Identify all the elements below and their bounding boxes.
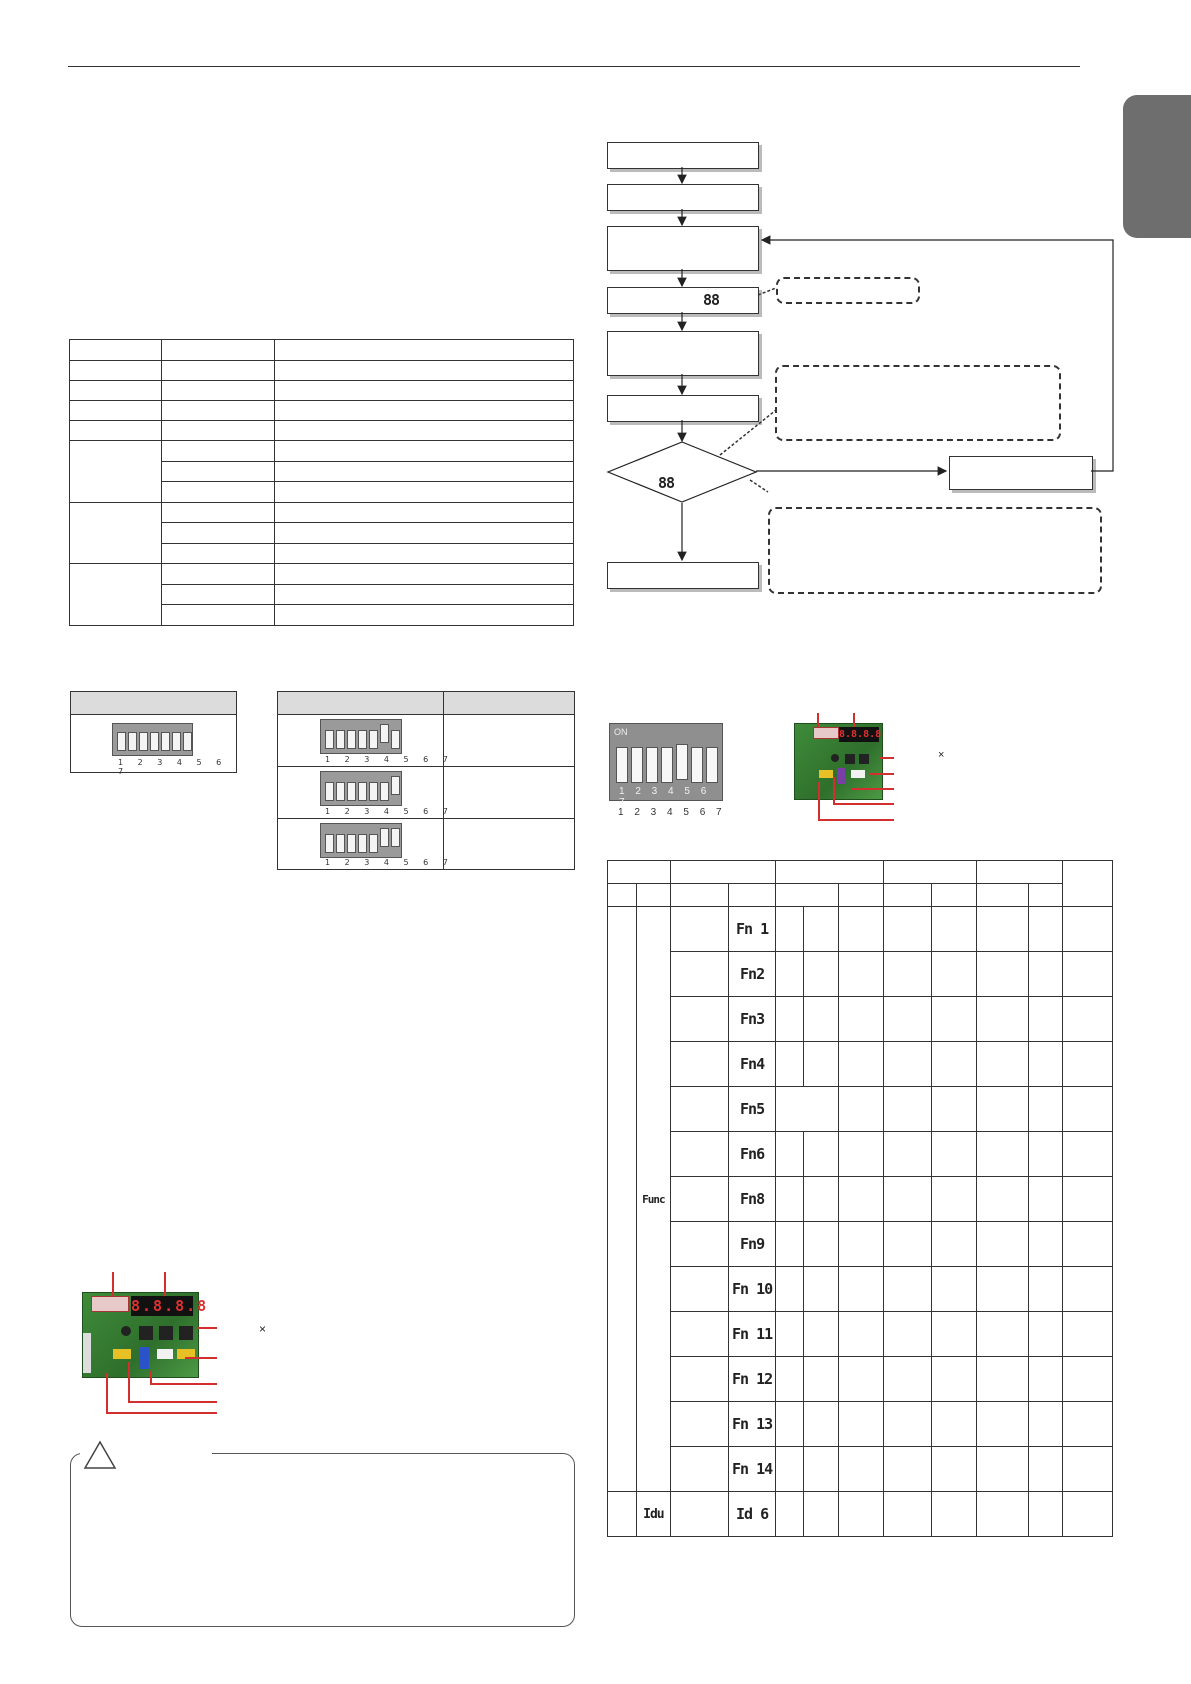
callout-line [197, 1327, 217, 1329]
seven-segment-display: 8.8.8.8 [131, 1296, 209, 1316]
callout-line [880, 757, 894, 759]
function-code: Fn5 [740, 1099, 765, 1118]
callout-line [817, 713, 819, 727]
dip-numbers: 1 2 3 4 5 6 7 [325, 755, 454, 764]
function-code: Fn 10 [731, 1279, 773, 1298]
multiply-sign: × [259, 1322, 267, 1336]
callout-line [106, 1412, 217, 1414]
flow-side-step [949, 456, 1093, 490]
flow-step-6 [607, 395, 759, 422]
callout-line [128, 1401, 217, 1403]
mode-label: Func [642, 1193, 665, 1206]
table-row: Fn6 [608, 1131, 1114, 1177]
decision-display-symbol: 88 [658, 474, 675, 492]
function-code: Fn 14 [731, 1459, 773, 1478]
function-code: Fn 11 [731, 1324, 773, 1343]
flow-step-5 [607, 331, 759, 376]
caution-box [70, 1453, 575, 1627]
flow-step-1 [607, 142, 759, 169]
function-code: Fn 12 [731, 1369, 773, 1388]
flow-end [607, 562, 759, 589]
table-row: Fn4 [608, 1041, 1114, 1087]
flow-note-2 [775, 365, 1061, 441]
dip-setting-table: 1 2 3 4 5 6 7 1 2 3 4 5 6 7 1 2 3 4 5 6 … [277, 691, 575, 870]
large-dip-switch[interactable]: ON 1 2 3 4 5 6 7 [609, 723, 723, 808]
flowchart-connectors [606, 167, 1114, 562]
callout-line [853, 713, 855, 727]
dip-on-label: ON [614, 727, 628, 737]
idu-label: Idu [643, 1507, 665, 1522]
callout-line [164, 1272, 166, 1296]
seven-segment-display-small: 8.8.8.8 [839, 727, 882, 742]
flow-step-4: 88 [607, 287, 759, 314]
table-row: Fn 14 [608, 1446, 1114, 1492]
function-code: Fn 13 [731, 1414, 773, 1433]
table-row: Fn8 [608, 1176, 1114, 1222]
dip-numbers: 1 2 3 4 5 6 7 [118, 758, 228, 776]
flow-step-2 [607, 184, 759, 211]
dip-switch-option-3[interactable] [320, 823, 402, 858]
multiply-sign-small: × [938, 749, 945, 761]
flow-step-3 [607, 226, 759, 271]
table-row: Fn 13 [608, 1401, 1114, 1447]
table-row: Fn 12 [608, 1356, 1114, 1402]
function-code: Fn 1 [736, 919, 769, 938]
dip-outer-numbers: 1 2 3 4 5 6 7 [618, 807, 726, 818]
dip-switch[interactable] [112, 723, 193, 756]
dip-switch-option-2[interactable] [320, 771, 402, 806]
table-row: Fn 10 [608, 1266, 1114, 1312]
function-code: Fn6 [740, 1144, 765, 1163]
table-row: Func Fn 1 [607, 906, 1114, 1492]
function-code: Fn3 [740, 1009, 765, 1028]
callout-line [870, 773, 894, 775]
pcb-board-image: 8.8.8.8 [82, 1292, 209, 1378]
function-code: Fn9 [740, 1234, 765, 1253]
table-row: Idu Id 6 [607, 1491, 1114, 1537]
flow-note-3 [768, 507, 1102, 594]
callout-line [128, 1362, 130, 1402]
callout-line [106, 1373, 108, 1413]
callout-line [150, 1371, 152, 1384]
table-row: Fn5 [608, 1086, 1114, 1132]
dip-function-table [69, 339, 574, 626]
default-dip-panel: 1 2 3 4 5 6 7 [70, 691, 237, 776]
table-row: Fn9 [608, 1221, 1114, 1267]
callout-line [852, 788, 894, 790]
table-row: Fn2 [608, 951, 1114, 997]
warning-triangle-icon [83, 1440, 117, 1469]
function-code: Fn2 [740, 964, 765, 983]
callout-line [833, 803, 894, 805]
function-code: Fn8 [740, 1189, 765, 1208]
header-rule [68, 66, 1080, 67]
table-row: Fn 11 [608, 1311, 1114, 1357]
callout-line [833, 777, 835, 804]
idu-code: Id 6 [736, 1504, 769, 1523]
chapter-tab[interactable] [1123, 95, 1191, 238]
panel-header [71, 692, 236, 715]
dip-inner-numbers: 1 2 3 4 5 6 7 [619, 786, 711, 808]
callout-line [818, 782, 820, 820]
callout-line [185, 1357, 217, 1359]
function-code: Fn4 [740, 1054, 765, 1073]
callout-line [112, 1272, 114, 1296]
flow-note-1 [776, 277, 920, 304]
table-row: Fn3 [608, 996, 1114, 1042]
pcb-board-image-small: 8.8.8.8 [794, 723, 883, 800]
display-symbol: 88 [703, 291, 720, 309]
callout-line [818, 819, 894, 821]
dip-numbers: 1 2 3 4 5 6 7 [325, 858, 454, 867]
dip-switch-option-1[interactable] [320, 719, 402, 754]
dip-numbers: 1 2 3 4 5 6 7 [325, 807, 454, 816]
callout-line [150, 1383, 217, 1385]
